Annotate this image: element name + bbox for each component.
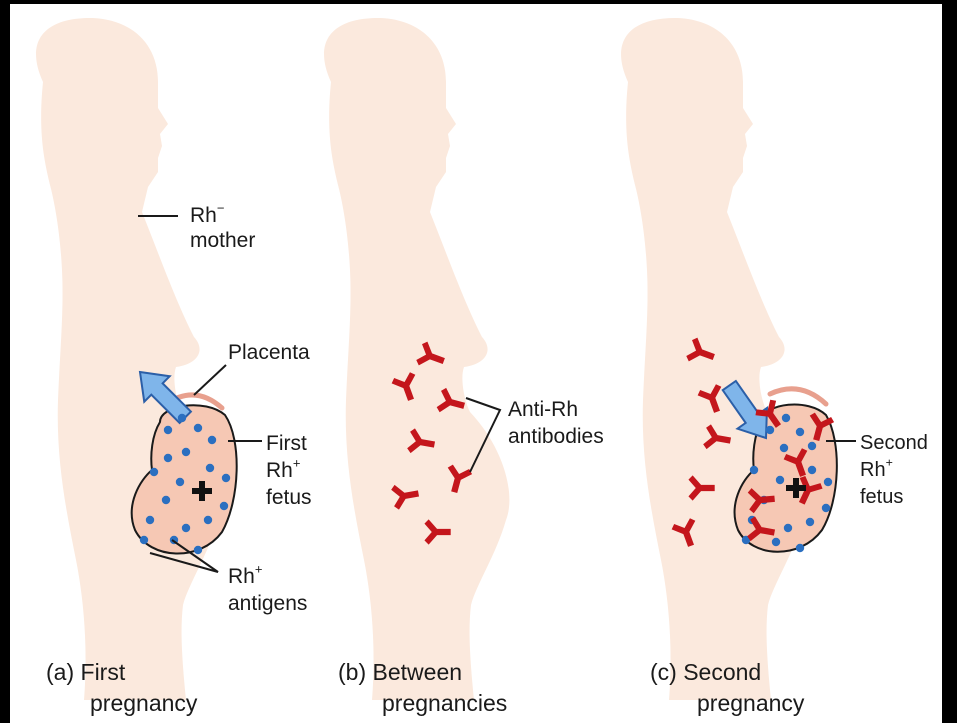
antigen-dot-icon: [204, 516, 212, 524]
antigen-dot-icon: [766, 426, 774, 434]
antigen-dot-icon: [140, 536, 148, 544]
antigen-dot-icon: [808, 442, 816, 450]
antigen-dot-icon: [220, 502, 228, 510]
antigen-dot-icon: [796, 428, 804, 436]
antigen-dot-icon: [808, 466, 816, 474]
antigen-dot-icon: [178, 414, 186, 422]
caption-b: (b) Between: [338, 657, 462, 687]
antigen-dot-icon: [182, 524, 190, 532]
antigen-dot-icon: [208, 436, 216, 444]
antigen-dot-icon: [824, 478, 832, 486]
rh-negative-mother-label: Rh− mother: [190, 203, 255, 253]
antigen-dot-icon: [194, 424, 202, 432]
second-fetus-label: Second Rh+ fetus: [860, 430, 928, 511]
rh-antigens-label: Rh+ antigens: [228, 563, 307, 617]
antigen-dot-icon: [162, 496, 170, 504]
caption-c-letter: (c): [650, 659, 677, 685]
caption-b-line1: Between: [373, 659, 463, 685]
antigen-dot-icon: [750, 466, 758, 474]
antigen-dot-icon: [776, 476, 784, 484]
caption-b-line2: pregnancies: [382, 688, 507, 718]
antigen-dot-icon: [194, 546, 202, 554]
caption-a-line2: pregnancy: [90, 688, 197, 718]
placenta-label: Placenta: [228, 340, 310, 365]
caption-c: (c) Second: [650, 657, 761, 687]
antigen-dot-icon: [796, 544, 804, 552]
caption-a-letter: (a): [46, 659, 74, 685]
antigen-dot-icon: [150, 468, 158, 476]
antigen-dot-icon: [772, 538, 780, 546]
caption-b-letter: (b): [338, 659, 366, 685]
antigen-dot-icon: [806, 518, 814, 526]
antigen-dot-icon: [222, 474, 230, 482]
first-fetus-label: First Rh+ fetus: [266, 430, 312, 511]
antigen-dot-icon: [182, 448, 190, 456]
antigen-dot-icon: [146, 516, 154, 524]
antigen-dot-icon: [782, 414, 790, 422]
antigen-dot-icon: [164, 426, 172, 434]
antigen-dot-icon: [780, 444, 788, 452]
caption-c-line2: pregnancy: [697, 688, 804, 718]
caption-c-line1: Second: [683, 659, 761, 685]
antigen-dot-icon: [206, 464, 214, 472]
antigen-dot-icon: [822, 504, 830, 512]
antigen-dot-icon: [164, 454, 172, 462]
antigen-dot-icon: [784, 524, 792, 532]
antigen-dot-icon: [176, 478, 184, 486]
anti-rh-antibodies-label: Anti-Rh antibodies: [508, 396, 604, 450]
caption-a-line1: First: [81, 659, 126, 685]
caption-a: (a) First: [46, 657, 125, 687]
